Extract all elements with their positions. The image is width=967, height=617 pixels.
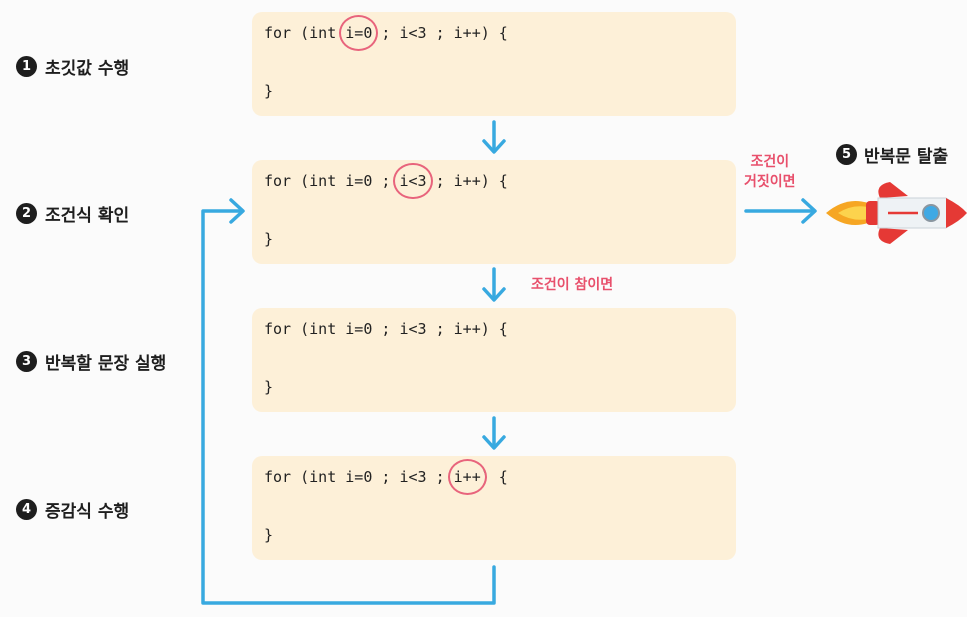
condition-false-label: 조건이 거짓이면 [744,152,796,192]
condition-false-line1: 조건이 [744,152,796,172]
condition-true-label: 조건이 참이면 [531,275,613,295]
step-5-badge: 5 [836,144,857,165]
exit-title: 5 반복문 탈출 [836,142,948,167]
condition-false-line2: 거짓이면 [744,172,796,192]
exit-label: 반복문 탈출 [864,142,948,167]
loop-back-arrow [203,211,494,603]
rocket-icon [826,182,967,244]
